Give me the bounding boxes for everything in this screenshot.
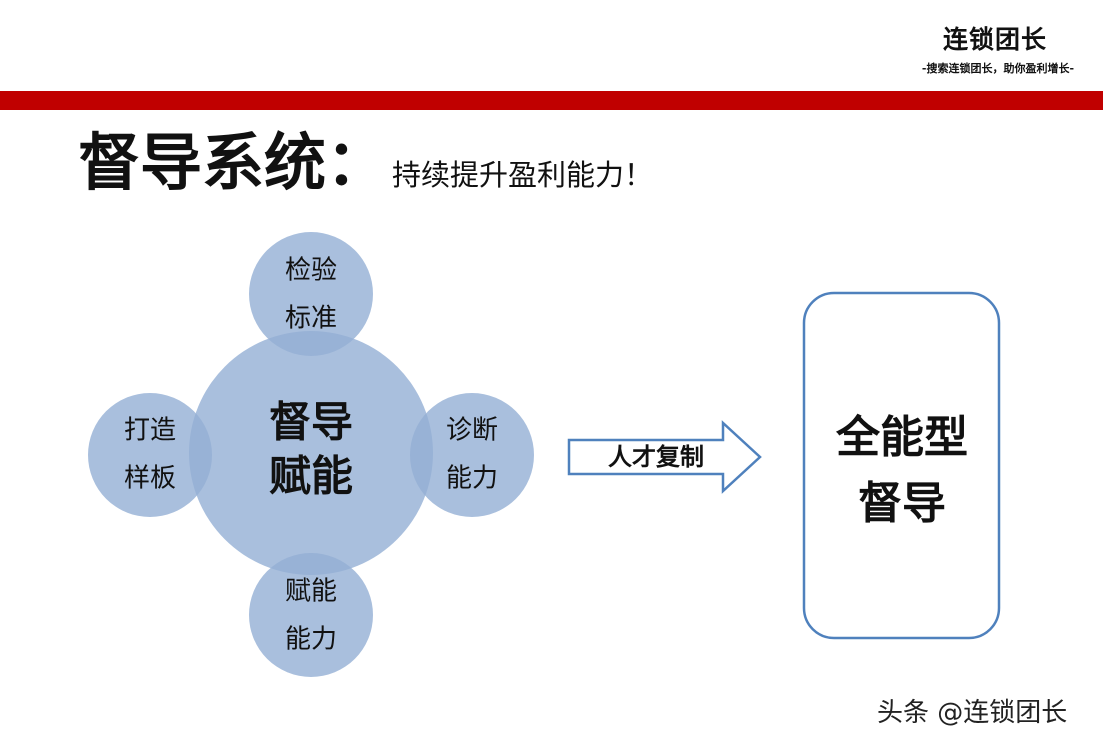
center-label-line1: 督导 — [269, 398, 353, 447]
center-label-line2: 赋能 — [269, 452, 353, 501]
center-circle — [189, 331, 433, 575]
bottom-label-line1: 赋能 — [285, 577, 337, 607]
brand-slogan: -搜索连锁团长，助你盈利增长- — [921, 62, 1075, 75]
result-label-line2: 督导 — [858, 478, 946, 529]
top-label-line2: 标准 — [285, 304, 337, 334]
right-label-line1: 诊断 — [446, 416, 498, 446]
bottom-label-line2: 能力 — [285, 625, 337, 655]
watermark: 头条 @连锁团长 — [877, 698, 1068, 728]
left-satellite-circle — [88, 393, 212, 517]
bottom-satellite-circle — [249, 553, 373, 677]
right-arrow-icon — [567, 420, 762, 494]
page-title: 督导系统： — [78, 126, 389, 199]
result-box — [802, 291, 1001, 640]
brand-title: 连锁团长 — [942, 25, 1047, 54]
top-label-line1: 检验 — [285, 256, 337, 286]
left-label-line2: 样板 — [124, 464, 176, 494]
right-label-line2: 能力 — [446, 464, 498, 494]
arrow-label: 人才复制 — [608, 443, 704, 471]
page-subtitle: 持续提升盈利能力！ — [392, 158, 654, 192]
result-label-line1: 全能型 — [835, 412, 968, 463]
right-satellite-circle — [410, 393, 534, 517]
top-satellite-circle — [249, 232, 373, 356]
top-red-band — [0, 91, 1103, 110]
left-label-line1: 打造 — [124, 416, 176, 446]
